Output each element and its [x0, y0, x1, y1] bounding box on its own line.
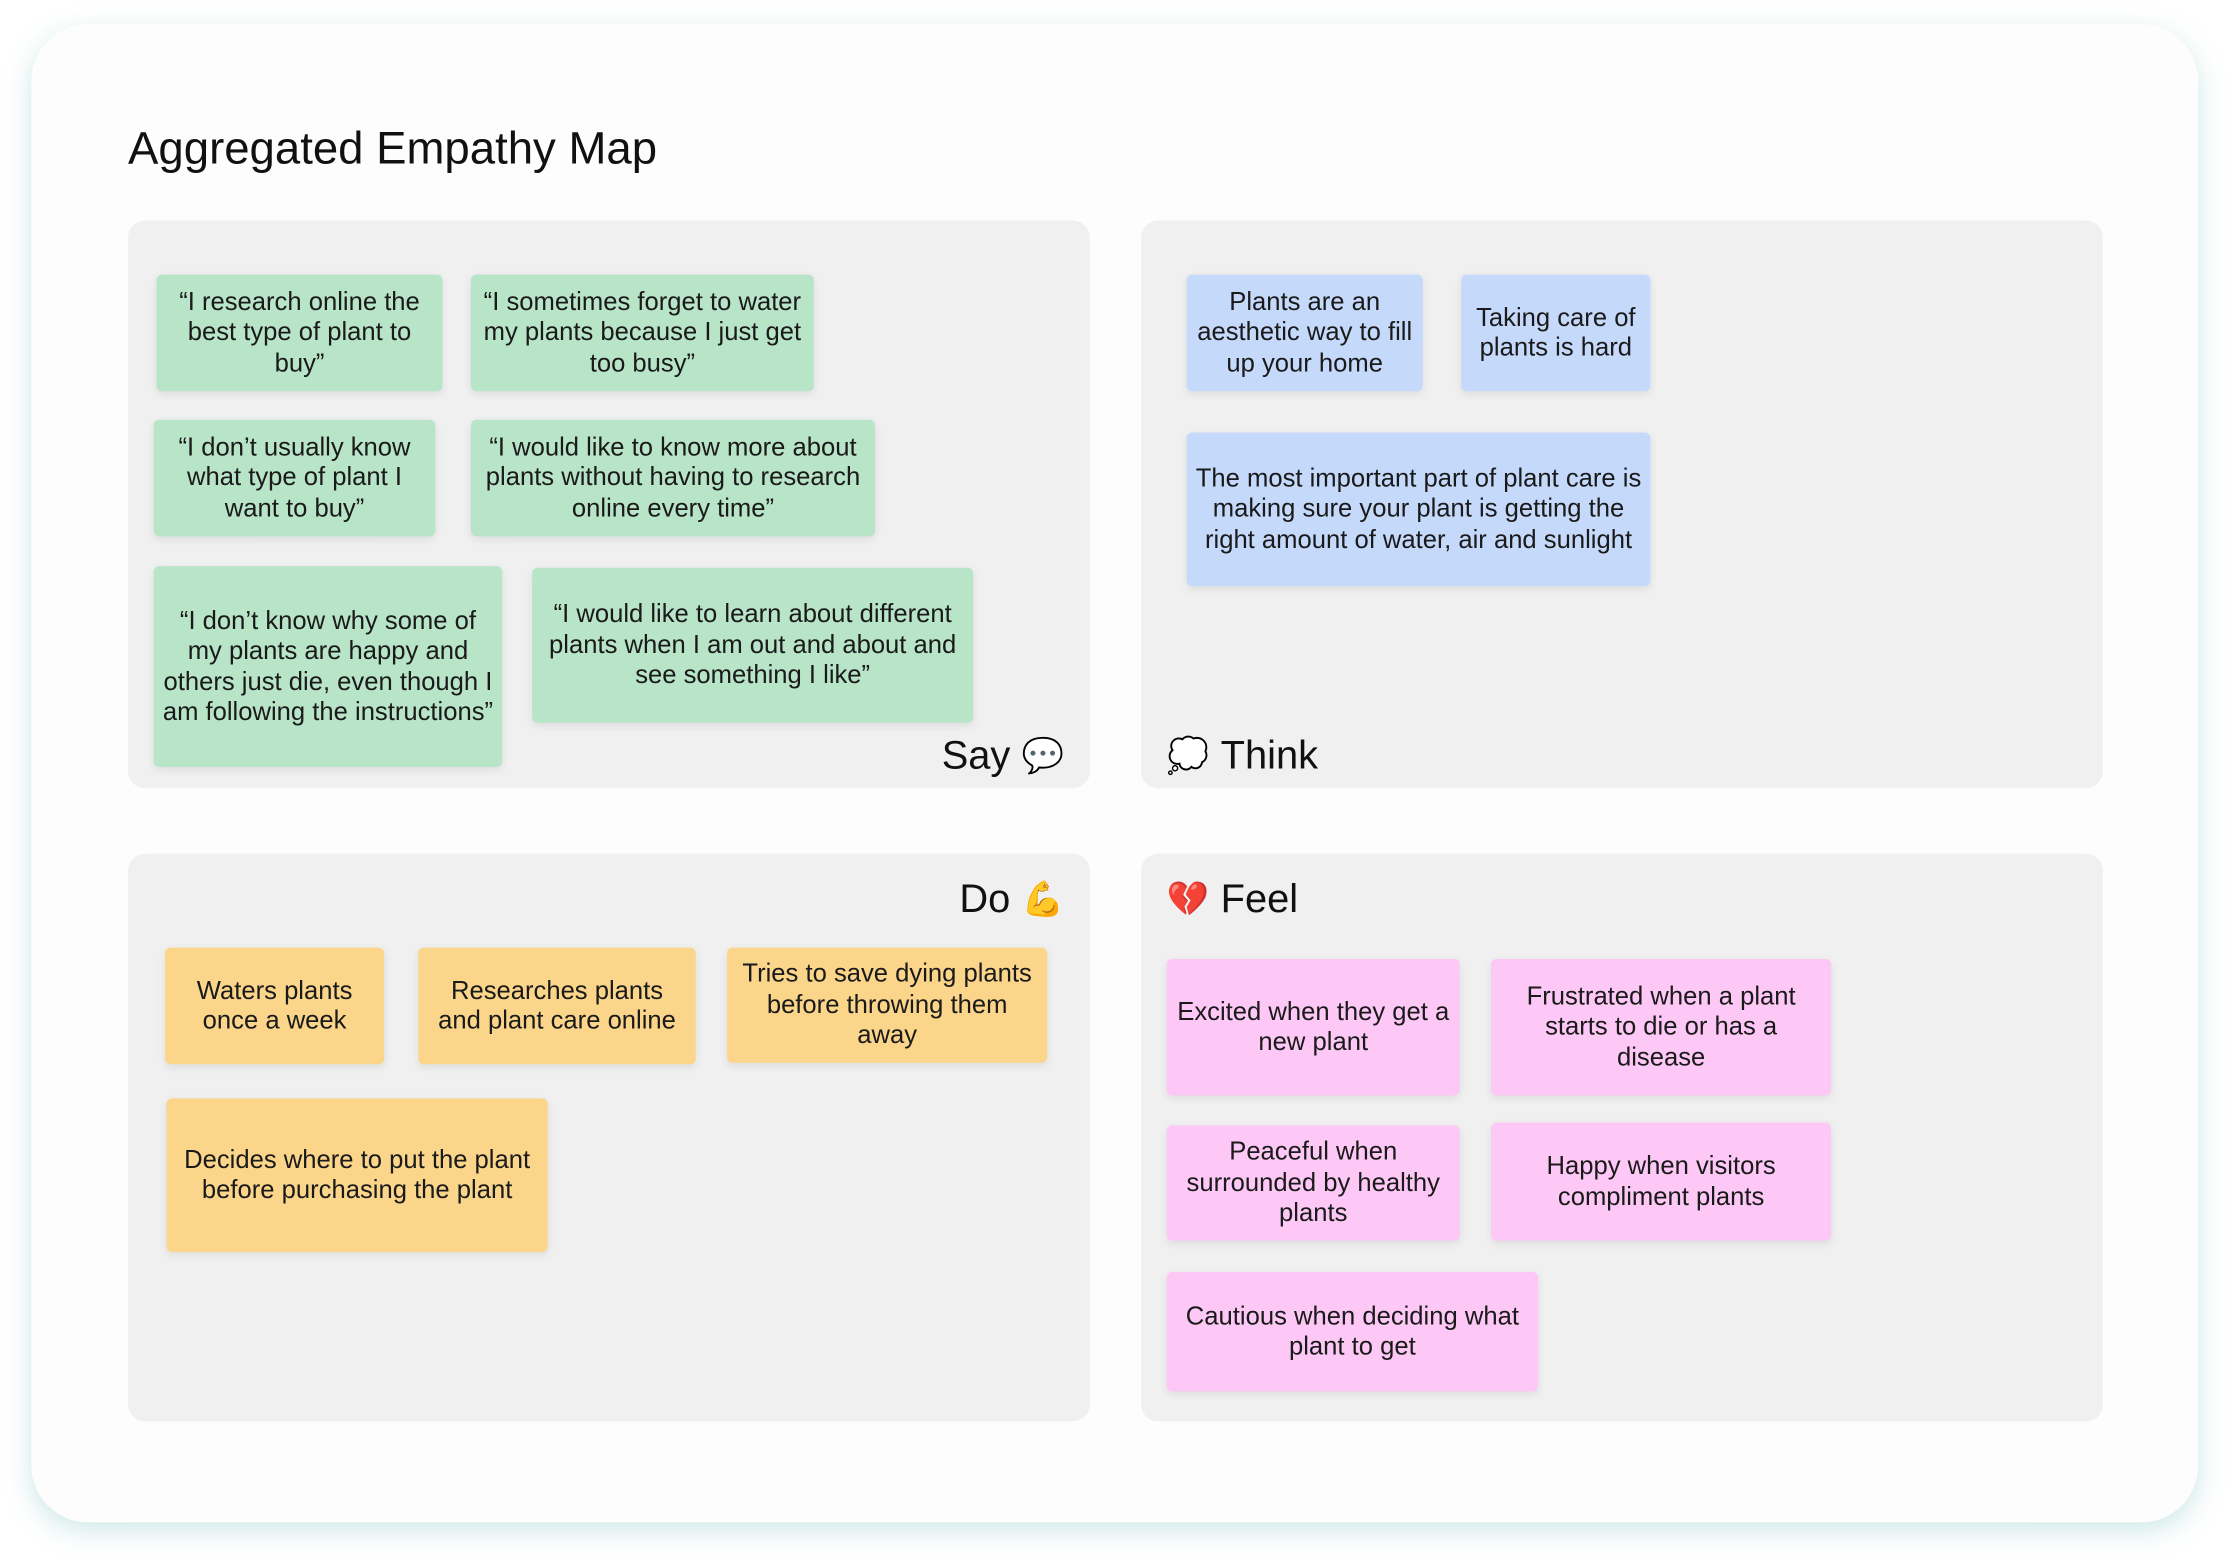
think-note[interactable]: Plants are an aesthetic way to fill up y… — [1186, 274, 1423, 392]
think-note[interactable]: Taking care of plants is hard — [1461, 274, 1651, 392]
broken-heart-icon: 💔 — [1166, 880, 1210, 919]
think-label: 💭 Think — [1167, 733, 1318, 779]
say-note[interactable]: “I would like to learn about different p… — [532, 567, 974, 723]
feel-note[interactable]: Excited when they get a new plant — [1166, 958, 1460, 1096]
flexed-biceps-icon: 💪 — [1021, 880, 1065, 919]
feel-title: Feel — [1220, 876, 1299, 921]
feel-note[interactable]: Cautious when deciding what plant to get — [1166, 1271, 1539, 1392]
thought-bubble-icon: 💭 — [1166, 736, 1210, 775]
feel-note[interactable]: Peaceful when surrounded by healthy plan… — [1166, 1125, 1460, 1241]
do-note[interactable]: Waters plants once a week — [165, 947, 385, 1065]
page-title: Aggregated Empathy Map — [128, 122, 658, 174]
feel-note[interactable]: Happy when visitors compliment plants — [1491, 1122, 1832, 1241]
do-note[interactable]: Researches plants and plant care online — [418, 947, 696, 1065]
say-note[interactable]: “I research online the best type of plan… — [156, 274, 443, 392]
feel-label: 💔 Feel — [1167, 876, 1298, 922]
do-note[interactable]: Decides where to put the plant before pu… — [166, 1098, 548, 1253]
do-note[interactable]: Tries to save dying plants before throwi… — [727, 947, 1048, 1063]
say-note[interactable]: “I don’t know why some of my plants are … — [153, 566, 503, 767]
think-title: Think — [1220, 732, 1319, 777]
feel-note[interactable]: Frustrated when a plant starts to die or… — [1491, 958, 1832, 1096]
say-note[interactable]: “I don’t usually know what type of plant… — [153, 419, 436, 537]
say-note[interactable]: “I would like to know more about plants … — [470, 419, 876, 537]
do-label: Do 💪 — [959, 876, 1064, 922]
do-title: Do — [959, 876, 1011, 921]
say-note[interactable]: “I sometimes forget to water my plants b… — [470, 274, 814, 392]
say-title: Say — [941, 732, 1011, 777]
speech-bubble-icon: 💬 — [1021, 736, 1065, 775]
think-note[interactable]: The most important part of plant care is… — [1186, 432, 1651, 587]
say-label: Say 💬 — [942, 733, 1065, 779]
